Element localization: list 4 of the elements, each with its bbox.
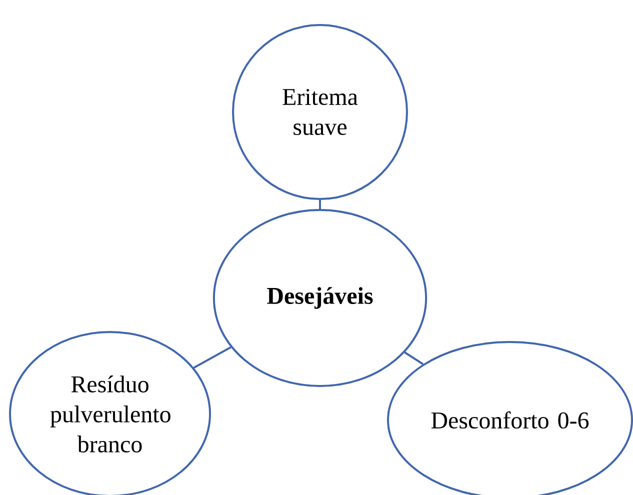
circle-node: Eritema suave bbox=[232, 24, 408, 200]
connector-line bbox=[404, 352, 424, 365]
connector-line bbox=[193, 346, 232, 369]
connector-line bbox=[319, 200, 321, 209]
